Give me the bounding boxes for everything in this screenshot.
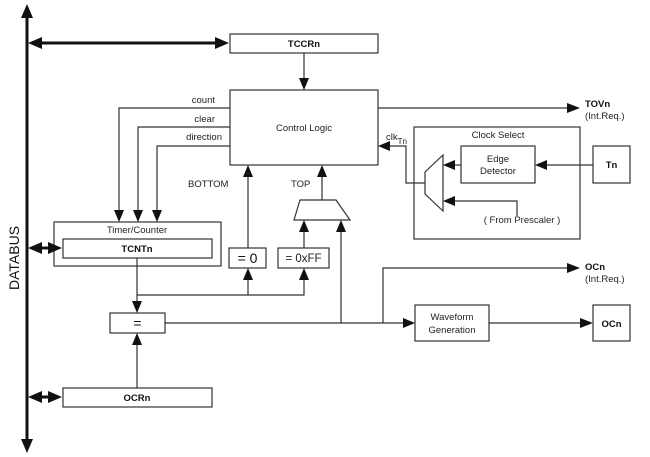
tn-pin: Tn <box>592 145 631 184</box>
ocr-register: OCRn <box>62 387 213 408</box>
clk-signal: clkTn <box>378 132 425 184</box>
tcnt-label: TCNTn <box>121 244 152 255</box>
oc-flag-note: (Int.Req.) <box>585 274 625 285</box>
bottom-signal-arrow <box>243 165 253 177</box>
equals-max-comparator: = 0xFF <box>277 247 330 269</box>
waveform-label-1: Waveform <box>431 312 474 323</box>
ocr-to-compare-arrow <box>132 333 142 345</box>
control-logic-block: Control Logic <box>229 89 379 166</box>
databus: DATABUS <box>6 4 33 453</box>
edge-detector-label-1: Edge <box>487 154 509 165</box>
tov-output: TOVn (Int.Req.) <box>378 99 625 122</box>
edge-detector-label-2: Detector <box>480 166 516 177</box>
top-label: TOP <box>291 179 310 190</box>
waveform-label-2: Generation <box>428 325 475 336</box>
ocr-to-mux-arrow <box>336 220 346 232</box>
compare-equal-label: = <box>133 315 141 331</box>
equals-zero-comparator: = 0 <box>228 247 267 269</box>
control-signals: count clear direction <box>114 95 230 222</box>
databus-label: DATABUS <box>6 226 22 290</box>
tccr-to-control-arrow <box>299 78 309 90</box>
tov-note: (Int.Req.) <box>585 111 625 122</box>
ocn-pin: OCn <box>592 304 631 342</box>
bus-link-tcnt <box>28 242 62 254</box>
clock-select-label: Clock Select <box>472 130 525 141</box>
databus-arrow-up <box>21 4 33 18</box>
clock-mux <box>424 153 444 213</box>
oc-flag-label: OCn <box>585 262 605 273</box>
control-logic-label: Control Logic <box>276 123 332 134</box>
tn-to-edge-arrow <box>535 160 547 170</box>
ocr-label: OCRn <box>124 393 151 404</box>
waveform-to-ocn-arrow <box>580 318 593 328</box>
clear-label: clear <box>194 114 215 125</box>
bottom-label: BOTTOM <box>188 179 229 190</box>
equals-zero-label: = 0 <box>238 250 258 266</box>
tcnt-output <box>132 258 309 313</box>
compare-equal-block: = <box>109 312 166 334</box>
tn-pin-label: Tn <box>606 160 618 171</box>
bus-link-tccr <box>28 37 229 49</box>
databus-arrow-down <box>21 439 33 453</box>
clk-subscript: Tn <box>398 137 407 146</box>
tov-label: TOVn <box>585 99 610 110</box>
prescaler-label: ( From Prescaler ) <box>484 215 561 226</box>
equals-max-label: = 0xFF <box>285 253 321 265</box>
direction-label: direction <box>186 132 222 143</box>
clk-label: clkTn <box>386 132 407 146</box>
timer-counter-label: Timer/Counter <box>107 225 167 236</box>
waveform-generation-block: Waveform Generation <box>414 304 490 342</box>
clock-select-block: Clock Select Edge Detector ( From Presca… <box>413 126 581 240</box>
top-signal-arrow <box>317 165 327 177</box>
count-label: count <box>192 95 216 106</box>
top-mux <box>293 199 352 221</box>
compare-output: OCn (Int.Req.) <box>165 262 625 328</box>
max-to-mux-arrow <box>299 220 309 232</box>
bus-link-ocr <box>28 391 62 403</box>
clk-text: clk <box>386 132 398 143</box>
tccr-register: TCCRn <box>229 33 379 54</box>
ocn-pin-label: OCn <box>601 319 621 330</box>
tccr-label: TCCRn <box>288 39 320 50</box>
